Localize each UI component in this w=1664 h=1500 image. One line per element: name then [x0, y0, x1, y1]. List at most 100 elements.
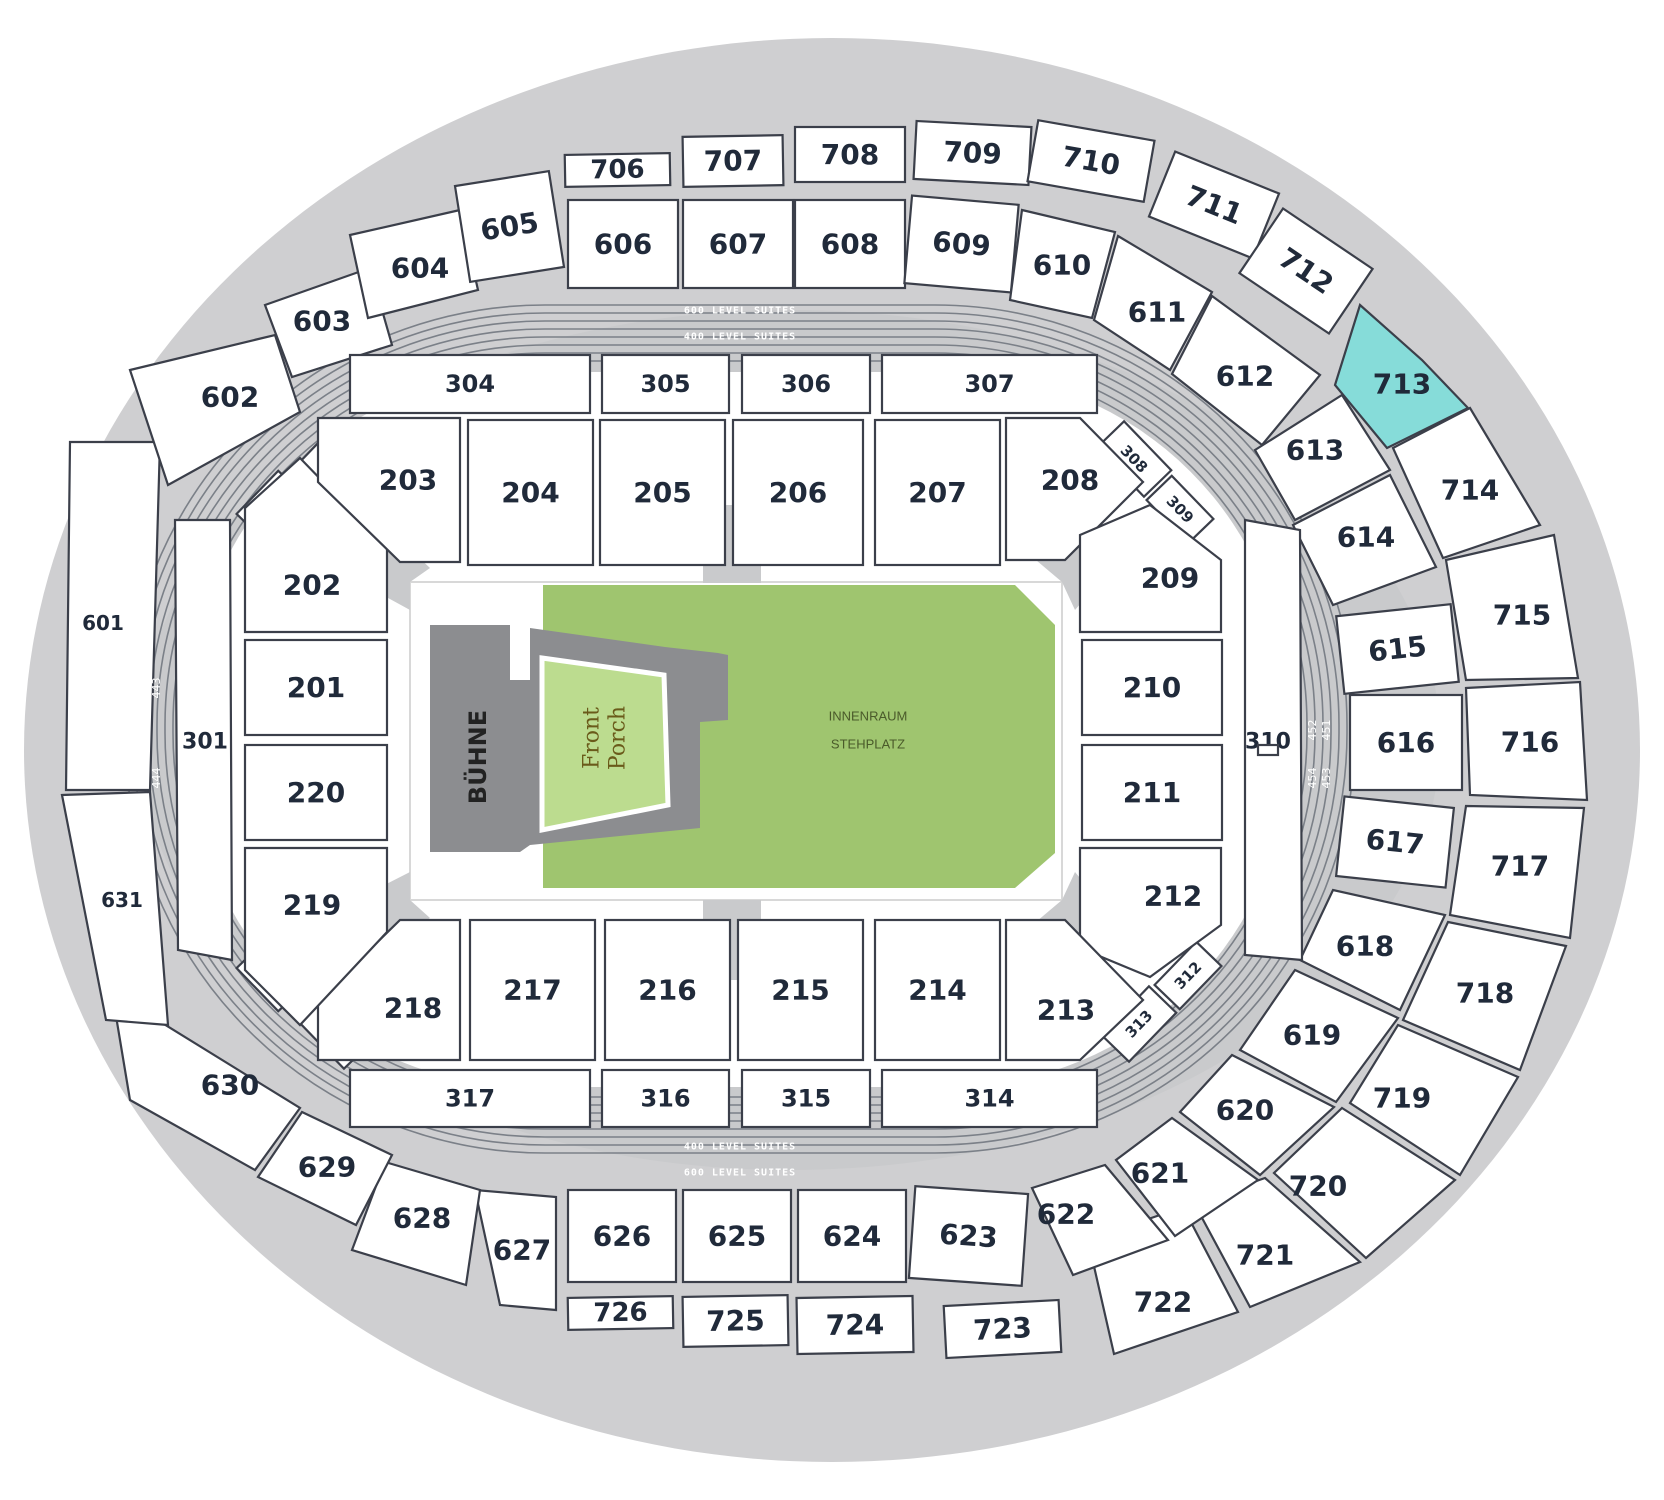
section-shape	[566, 1294, 675, 1332]
section-206[interactable]: 206	[731, 418, 865, 567]
section-623[interactable]: 623	[907, 1184, 1030, 1288]
section-715[interactable]: 715	[1444, 533, 1580, 682]
section-617[interactable]: 617	[1334, 795, 1456, 889]
section-shape	[566, 1188, 678, 1284]
section-211[interactable]: 211	[1080, 743, 1224, 842]
section-shape	[243, 456, 389, 634]
section-shape	[1243, 518, 1304, 962]
section-shape	[793, 125, 907, 184]
section-210[interactable]: 210	[1080, 638, 1224, 737]
section-607[interactable]: 607	[681, 198, 795, 290]
suite-entrance-label: 453	[1320, 768, 1333, 789]
section-shape	[256, 1110, 394, 1227]
section-706[interactable]: 706	[563, 151, 672, 189]
section-310[interactable]: 310	[1243, 518, 1304, 962]
section-shape	[603, 918, 732, 1062]
section-314[interactable]: 314	[880, 1068, 1099, 1129]
section-shape	[350, 1160, 482, 1287]
section-shape	[243, 846, 389, 1027]
section-608[interactable]: 608	[793, 198, 907, 290]
section-615[interactable]: 615	[1335, 602, 1460, 696]
section-214[interactable]: 214	[873, 918, 1002, 1062]
section-shape	[110, 989, 302, 1172]
section-shape	[681, 198, 795, 290]
section-shape	[1348, 1023, 1520, 1177]
section-shape	[473, 1188, 558, 1312]
section-shape	[1253, 393, 1392, 522]
section-shape	[1030, 1163, 1170, 1277]
section-shape	[600, 1068, 731, 1129]
section-shape	[1272, 1106, 1457, 1260]
section-205[interactable]: 205	[598, 418, 727, 567]
suite-entrance-label: 443	[150, 678, 163, 699]
section-726[interactable]: 726	[566, 1294, 675, 1332]
section-shape	[348, 208, 480, 320]
section-shape	[873, 918, 1002, 1062]
section-shape	[942, 1298, 1063, 1360]
section-shape	[1335, 602, 1460, 696]
section-216[interactable]: 216	[603, 918, 732, 1062]
section-311[interactable]	[1256, 743, 1280, 757]
section-shape	[348, 353, 592, 415]
section-shape	[173, 518, 234, 962]
section-605[interactable]: 605	[453, 169, 566, 284]
stage-label: BÜHNE	[462, 710, 492, 804]
front-porch-label-line2: Porch	[606, 706, 631, 770]
section-316[interactable]: 316	[600, 1068, 731, 1129]
front-porch	[539, 655, 671, 834]
section-717[interactable]: 717	[1448, 804, 1586, 940]
section-616[interactable]: 616	[1348, 693, 1464, 792]
suite-entrance-label: 454	[1306, 768, 1319, 789]
section-shape	[1114, 1116, 1260, 1238]
section-305[interactable]: 305	[600, 353, 731, 415]
section-625[interactable]: 625	[681, 1188, 793, 1284]
section-716[interactable]: 716	[1464, 680, 1589, 802]
section-204[interactable]: 204	[466, 418, 595, 567]
section-shape	[1444, 533, 1580, 682]
section-shape	[1401, 920, 1568, 1072]
section-shape	[740, 353, 872, 415]
section-215[interactable]: 215	[736, 918, 865, 1062]
section-709[interactable]: 709	[912, 119, 1033, 187]
section-201[interactable]: 201	[243, 638, 389, 737]
suite-entrance-label: 452	[1306, 720, 1319, 741]
section-shape	[600, 353, 731, 415]
section-609[interactable]: 609	[903, 194, 1020, 294]
section-shape	[466, 418, 595, 567]
section-shape	[60, 790, 170, 1027]
section-shape	[880, 353, 1099, 415]
section-724[interactable]: 724	[795, 1294, 915, 1356]
section-shape	[1153, 940, 1223, 1011]
section-207[interactable]: 207	[873, 418, 1002, 567]
suite-label-400-top: 400 LEVEL SUITES	[684, 332, 796, 343]
front-porch-label-line1: Front	[580, 707, 605, 769]
section-306[interactable]: 306	[740, 353, 872, 415]
section-307[interactable]: 307	[880, 353, 1099, 415]
section-shape	[880, 1068, 1099, 1129]
field-label-line1: INNENRAUM	[829, 709, 908, 724]
section-317[interactable]: 317	[348, 1068, 592, 1129]
section-301[interactable]: 301	[173, 518, 234, 962]
field-label-line2: STEHPLATZ	[831, 737, 905, 752]
section-shape	[1004, 918, 1145, 1062]
section-606[interactable]: 606	[566, 198, 680, 290]
section-626[interactable]: 626	[566, 1188, 678, 1284]
section-708[interactable]: 708	[793, 125, 907, 184]
section-shape	[1238, 968, 1400, 1104]
section-601[interactable]: 601	[64, 440, 162, 792]
section-707[interactable]: 707	[681, 134, 785, 188]
section-723[interactable]: 723	[942, 1298, 1063, 1360]
suite-label-400-bottom: 400 LEVEL SUITES	[684, 1142, 796, 1153]
section-624[interactable]: 624	[796, 1188, 908, 1284]
section-725[interactable]: 725	[681, 1293, 790, 1349]
section-shape	[1333, 303, 1470, 450]
section-217[interactable]: 217	[468, 918, 597, 1062]
section-shape	[736, 918, 865, 1062]
section-shape	[903, 194, 1020, 294]
suite-entrance-label: 444	[150, 768, 163, 789]
section-304[interactable]: 304	[348, 353, 592, 415]
suite-label-600-top: 600 LEVEL SUITES	[684, 306, 796, 317]
section-315[interactable]: 315	[740, 1068, 872, 1129]
section-220[interactable]: 220	[243, 743, 389, 842]
